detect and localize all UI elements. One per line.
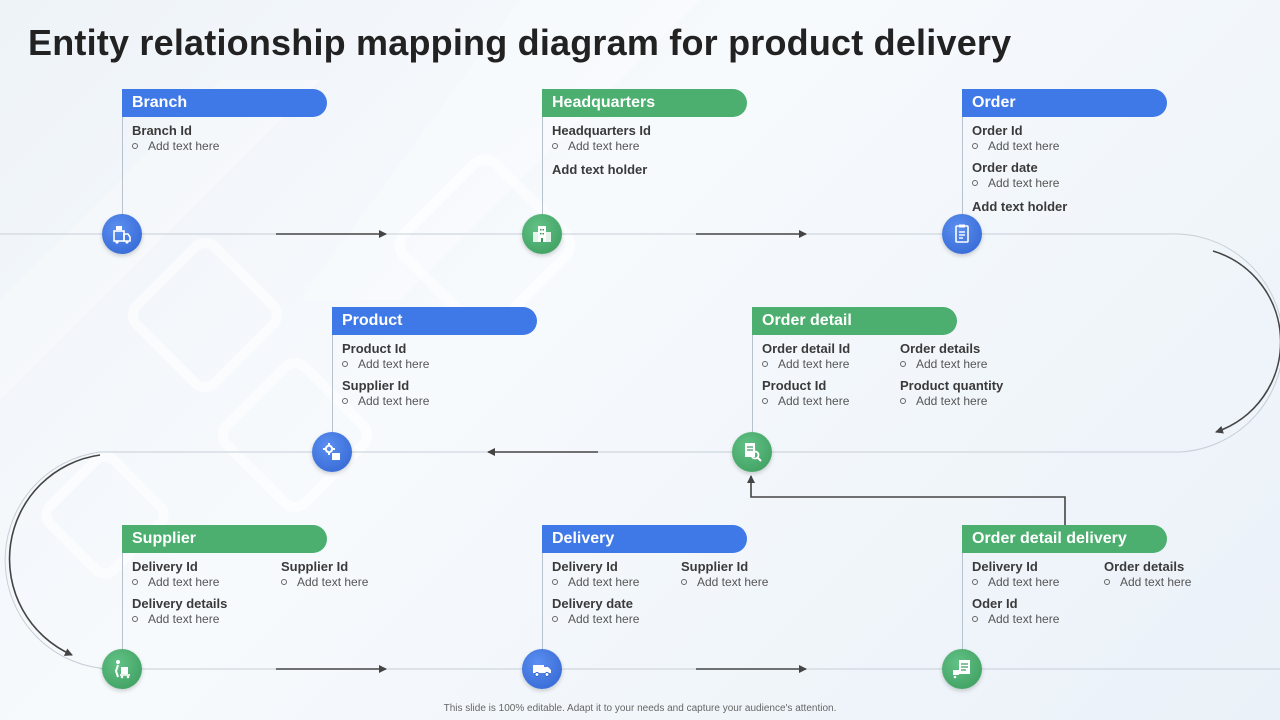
stem-order-detail-delivery bbox=[962, 552, 963, 652]
entity-header-product: Product bbox=[332, 307, 537, 335]
entity-order: Order Order Id Add text here Order date … bbox=[962, 89, 1222, 215]
delivery-checklist-icon bbox=[942, 649, 982, 689]
field-order-detail-product-id: Product Id Add text here bbox=[762, 378, 850, 408]
field-delivery-id: Delivery Id Add text here bbox=[552, 559, 640, 589]
entity-header-branch: Branch bbox=[122, 89, 327, 117]
field-product-quantity: Product quantity Add text here bbox=[900, 378, 1004, 408]
arrow-order-to-order-detail bbox=[1212, 250, 1280, 434]
field-supplier-delivery-details: Delivery details Add text here bbox=[132, 596, 228, 626]
field-supplier-supplier-id: Supplier Id Add text here bbox=[281, 559, 369, 589]
entity-header-order-detail-delivery: Order detail delivery bbox=[962, 525, 1167, 553]
field-branch-id: Branch Id Add text here bbox=[132, 123, 220, 153]
entity-header-delivery: Delivery bbox=[542, 525, 747, 553]
field-supplier-delivery-id: Delivery Id Add text here bbox=[132, 559, 220, 589]
branch-icon bbox=[102, 214, 142, 254]
entity-branch: Branch Branch Id Add text here bbox=[122, 89, 382, 160]
entity-order-detail-delivery: Order detail delivery Delivery Id Add te… bbox=[962, 525, 1222, 633]
field-order-date: Order date Add text here bbox=[972, 160, 1060, 190]
entity-delivery: Delivery Delivery Id Add text here Deliv… bbox=[542, 525, 802, 633]
field-odd-order-details: Order details Add text here bbox=[1104, 559, 1192, 589]
supplier-dolly-icon bbox=[102, 649, 142, 689]
field-order-id: Order Id Add text here bbox=[972, 123, 1060, 153]
order-clipboard-icon bbox=[942, 214, 982, 254]
field-headquarters-id: Headquarters Id Add text here bbox=[552, 123, 651, 153]
page-title: Entity relationship mapping diagram for … bbox=[28, 22, 1012, 63]
entity-headquarters: Headquarters Headquarters Id Add text he… bbox=[542, 89, 802, 178]
field-order-details: Order details Add text here bbox=[900, 341, 988, 371]
field-odd-oder-id: Oder Id Add text here bbox=[972, 596, 1060, 626]
field-order-detail-id: Order detail Id Add text here bbox=[762, 341, 851, 371]
stem-order bbox=[962, 117, 963, 217]
stem-supplier bbox=[122, 552, 123, 652]
headquarters-building-icon bbox=[522, 214, 562, 254]
headquarters-text-holder: Add text holder bbox=[552, 162, 648, 177]
stem-headquarters bbox=[542, 117, 543, 217]
entity-header-order: Order bbox=[962, 89, 1167, 117]
entity-header-order-detail: Order detail bbox=[752, 307, 957, 335]
stem-branch bbox=[122, 117, 123, 217]
entity-product: Product Product Id Add text here Supplie… bbox=[332, 307, 592, 415]
footer-note: This slide is 100% editable. Adapt it to… bbox=[443, 703, 837, 714]
stem-delivery bbox=[542, 552, 543, 652]
entity-order-detail: Order detail Order detail Id Add text he… bbox=[752, 307, 1012, 415]
order-text-holder: Add text holder bbox=[972, 199, 1068, 214]
curve-left bbox=[4, 451, 111, 670]
product-gear-box-icon bbox=[312, 432, 352, 472]
entity-supplier: Supplier Delivery Id Add text here Deliv… bbox=[122, 525, 382, 633]
arrow-product-to-supplier bbox=[8, 454, 101, 656]
stem-order-detail bbox=[752, 335, 753, 435]
arrow-odd-to-order-detail bbox=[747, 475, 1066, 525]
field-delivery-supplier-id: Supplier Id Add text here bbox=[681, 559, 769, 589]
delivery-truck-icon bbox=[522, 649, 562, 689]
stem-product bbox=[332, 335, 333, 435]
field-delivery-date: Delivery date Add text here bbox=[552, 596, 640, 626]
curve-right bbox=[1167, 233, 1280, 453]
field-odd-delivery-id: Delivery Id Add text here bbox=[972, 559, 1060, 589]
entity-header-headquarters: Headquarters bbox=[542, 89, 747, 117]
field-product-supplier-id: Supplier Id Add text here bbox=[342, 378, 430, 408]
field-product-id: Product Id Add text here bbox=[342, 341, 430, 371]
order-detail-search-icon bbox=[732, 432, 772, 472]
entity-header-supplier: Supplier bbox=[122, 525, 327, 553]
